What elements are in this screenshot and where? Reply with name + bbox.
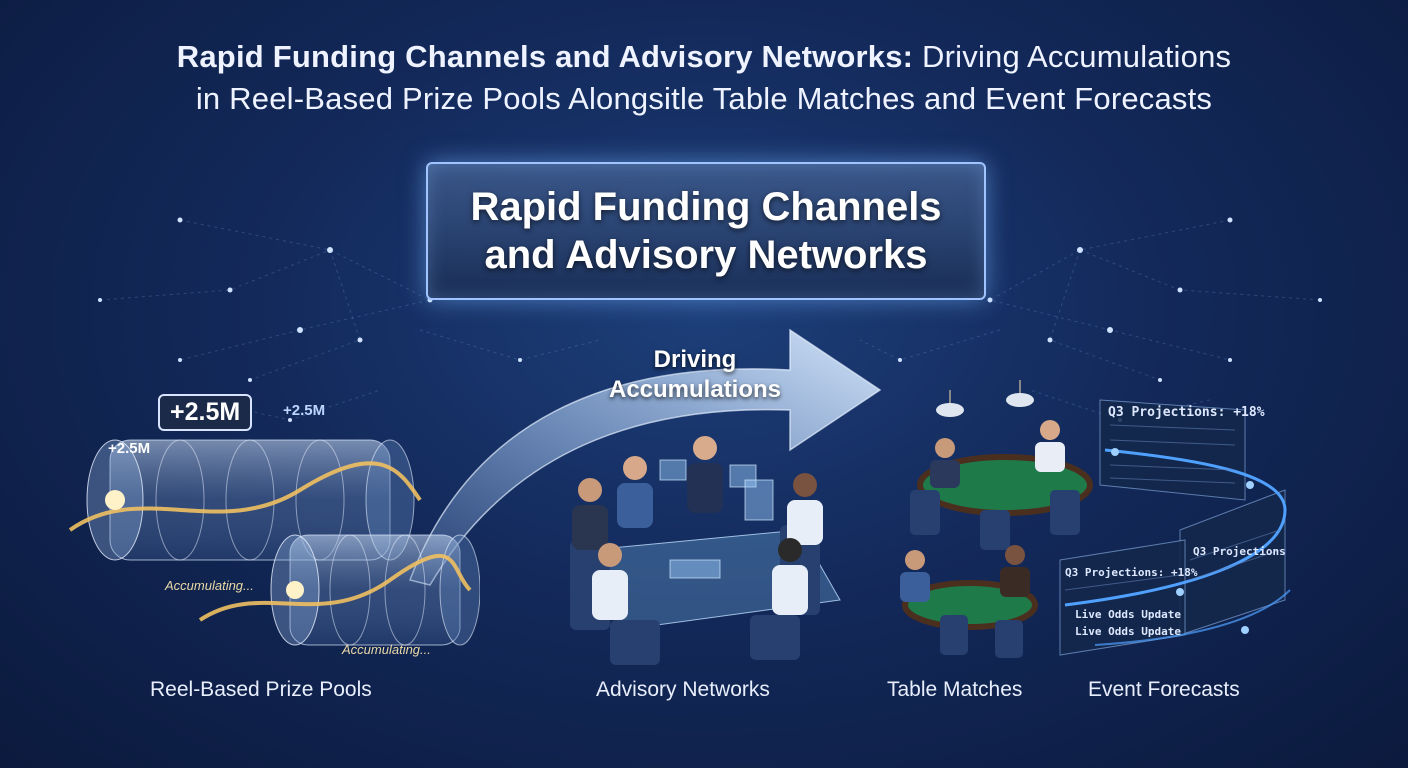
reel-cylinders-illustration xyxy=(68,439,480,646)
forecast-panel-top-title: Q3 Projections: +18% xyxy=(1108,405,1265,420)
forecast-panel-mid-title: Q3 Projections xyxy=(1193,545,1286,558)
arrow-label: Driving Accumulations xyxy=(608,346,782,403)
page-title: Rapid Funding Channels and Advisory Netw… xyxy=(0,36,1408,120)
reel-status-1: Accumulating... xyxy=(165,578,254,593)
title-bold-part: Rapid Funding Channels and Advisory Netw… xyxy=(176,39,914,74)
forecast-panel-bottom-title: Q3 Projections: +18% xyxy=(1065,566,1198,579)
prize-badge-left: +2.5M xyxy=(108,440,151,457)
title-line-1: Rapid Funding Channels and Advisory Netw… xyxy=(0,36,1408,78)
reel-status-2: Accumulating... xyxy=(342,642,431,657)
title-line-2: in Reel-Based Prize Pools Alongsitle Tab… xyxy=(195,81,1213,116)
odds-update-2: Live Odds Update xyxy=(1075,625,1181,638)
caption-advisory: Advisory Networks xyxy=(596,678,770,701)
curved-arrow-icon xyxy=(409,328,882,586)
caption-tables: Table Matches xyxy=(887,678,1023,701)
caption-events: Event Forecasts xyxy=(1088,678,1240,701)
caption-reels: Reel-Based Prize Pools xyxy=(150,678,372,701)
forecast-panels-illustration xyxy=(1059,399,1291,656)
banner-text: Rapid Funding Channels and Advisory Netw… xyxy=(470,185,942,277)
title-rest-part: Driving Accumulations xyxy=(922,39,1232,74)
card-tables-illustration xyxy=(900,380,1093,658)
prize-badge-right: +2.5M xyxy=(283,402,326,419)
odds-update-1: Live Odds Update xyxy=(1075,608,1181,621)
central-banner: Rapid Funding Channels and Advisory Netw… xyxy=(426,162,986,300)
advisory-meeting-illustration xyxy=(570,436,841,665)
prize-badge-main: +2.5M xyxy=(158,394,253,431)
